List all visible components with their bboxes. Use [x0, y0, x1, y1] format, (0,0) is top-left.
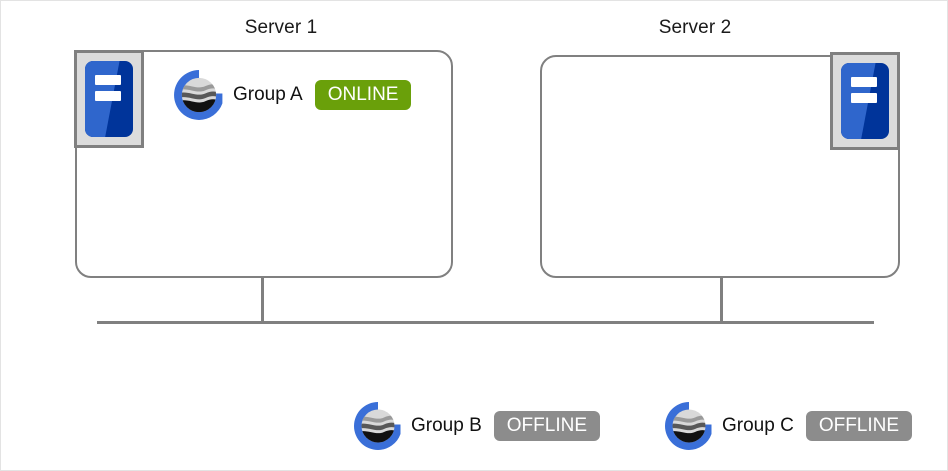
globe-group-icon	[664, 401, 714, 451]
group-row-group-a[interactable]: Group A ONLINE	[173, 69, 412, 121]
server-2-downlink	[720, 278, 723, 323]
status-badge: OFFLINE	[493, 411, 600, 441]
globe-group-icon	[353, 401, 403, 451]
globe-group-icon	[173, 69, 225, 121]
group-label: Group B	[411, 415, 482, 436]
server-2-title: Server 2	[658, 17, 732, 38]
status-badge: OFFLINE	[805, 411, 913, 441]
server-1-rack-icon	[74, 50, 144, 148]
status-badge: ONLINE	[314, 80, 412, 110]
group-label: Group C	[722, 415, 794, 436]
server-1-downlink	[261, 278, 264, 323]
server-rack-body	[841, 63, 889, 139]
group-row-group-b[interactable]: Group B OFFLINE	[353, 401, 600, 451]
rack-slot-1	[94, 75, 122, 86]
rack-slot-2	[850, 93, 878, 104]
server-rack-body	[85, 61, 133, 137]
rack-slot-2	[94, 91, 122, 102]
network-bus-line	[97, 321, 874, 324]
group-label: Group A	[233, 84, 303, 105]
server-1-title: Server 1	[244, 17, 318, 38]
rack-slot-1	[850, 77, 878, 88]
group-row-group-c[interactable]: Group C OFFLINE	[664, 401, 913, 451]
server-2-rack-icon	[830, 52, 900, 150]
